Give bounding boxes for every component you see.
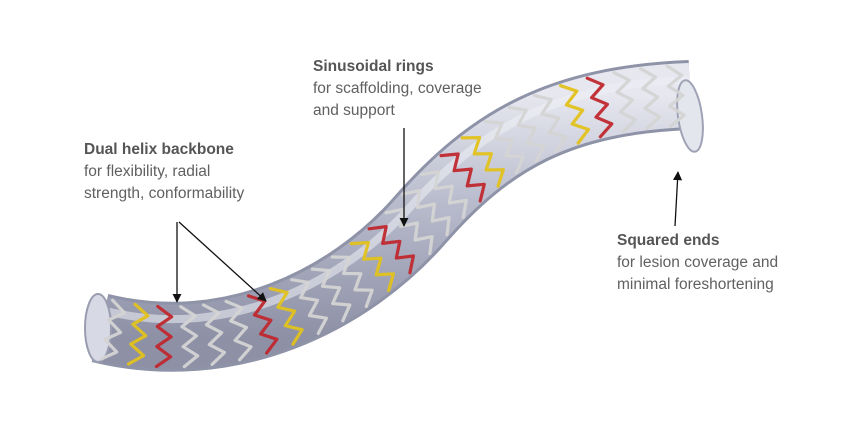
strut-ring xyxy=(310,267,352,323)
stent-left-end xyxy=(84,293,112,363)
rings-desc-line-1: for scaffolding, coverage xyxy=(313,80,482,97)
strut-ring xyxy=(384,207,434,256)
strut-ring xyxy=(507,105,546,163)
helix-arrow-right xyxy=(178,221,267,302)
strut-ring xyxy=(349,241,395,292)
helix-desc-line-2: strength, conformability xyxy=(84,185,245,202)
strut-ring xyxy=(419,170,468,219)
strut-ring xyxy=(330,255,374,308)
helix-heading: Dual helix backbone xyxy=(84,141,234,158)
stent-tube-body xyxy=(92,63,692,369)
helix-callout: Dual helix backbone for flexibility, rad… xyxy=(84,139,244,205)
strut-ring xyxy=(612,71,638,134)
strut-ring xyxy=(483,120,525,175)
strut-ring xyxy=(179,305,200,369)
strut-ring xyxy=(460,136,505,188)
strut-ring xyxy=(290,278,328,335)
strut-ring xyxy=(585,76,614,139)
ends-heading: Squared ends xyxy=(617,232,720,249)
ends-desc-line-1: for lesion coverage and xyxy=(617,254,779,271)
strut-ring xyxy=(154,304,174,369)
strut-ring xyxy=(367,225,415,275)
strut-ring xyxy=(224,299,253,362)
strut-ring xyxy=(559,84,591,145)
strut-ring xyxy=(201,303,227,366)
strut-ring xyxy=(639,67,662,130)
rings-callout: Sinusoidal rings for scaffolding, covera… xyxy=(313,56,482,122)
rings-desc-line-2: and support xyxy=(313,102,395,119)
strut-ring xyxy=(99,298,126,361)
ends-arrow xyxy=(673,171,683,227)
strut-ring xyxy=(268,287,304,346)
strut-ring xyxy=(126,302,150,366)
strut-ring xyxy=(439,152,486,203)
stent-right-end xyxy=(676,79,704,153)
rings-heading: Sinusoidal rings xyxy=(313,58,434,75)
strut-ring xyxy=(665,64,686,128)
stent-struts xyxy=(99,64,686,369)
helix-desc-line-1: for flexibility, radial xyxy=(84,163,211,180)
ends-callout: Squared ends for lesion coverage and min… xyxy=(617,230,778,296)
strut-ring xyxy=(532,93,568,153)
strut-ring xyxy=(401,188,451,237)
ends-desc-line-2: minimal foreshortening xyxy=(617,276,774,293)
